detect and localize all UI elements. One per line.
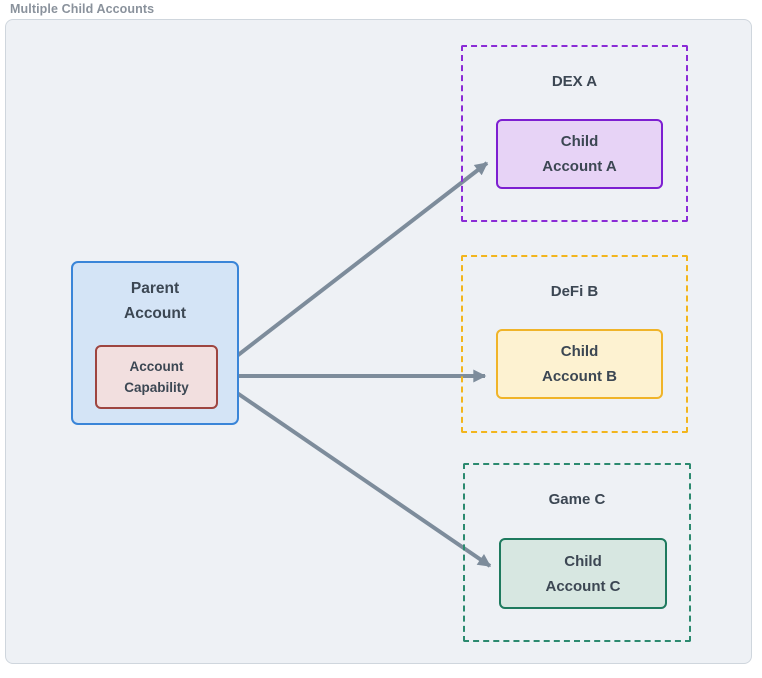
child-account-b-node: Child Account B <box>496 329 663 399</box>
account-capability-node: Account Capability <box>95 345 218 409</box>
arrow-parent-to-child-a <box>218 161 489 371</box>
group-dex-a-label: DEX A <box>551 73 598 90</box>
child-account-c-node: Child Account C <box>499 538 667 609</box>
group-game-c-label: Game C <box>548 491 606 508</box>
diagram-frame: Parent Account Account Capability DEX A … <box>5 19 752 664</box>
group-game-c: Game C Child Account C <box>463 463 691 642</box>
group-defi-b: DeFi B Child Account B <box>461 255 688 433</box>
parent-account-label: Parent Account <box>124 280 186 322</box>
parent-account-node: Parent Account Account Capability <box>71 261 239 425</box>
group-defi-b-label: DeFi B <box>550 283 599 300</box>
child-account-a-node: Child Account A <box>496 119 663 189</box>
diagram-title: Multiple Child Accounts <box>10 2 155 16</box>
arrow-parent-to-child-c <box>219 380 492 568</box>
group-dex-a: DEX A Child Account A <box>461 45 688 222</box>
